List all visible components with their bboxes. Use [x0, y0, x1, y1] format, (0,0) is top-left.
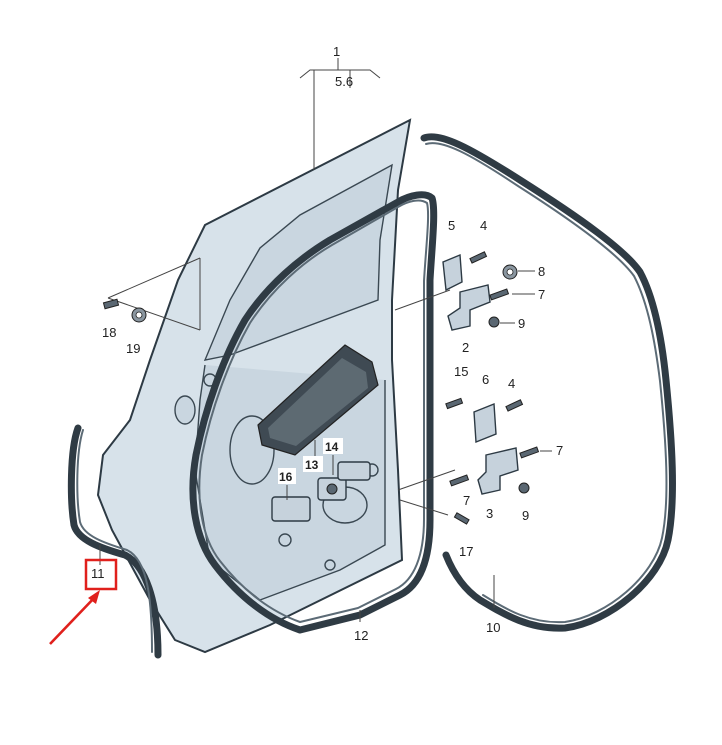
label-part-13: 13	[305, 458, 319, 472]
leader-lines	[99, 58, 495, 622]
label-part-10: 10	[486, 620, 500, 635]
label-part-7-upper: 7	[538, 287, 545, 302]
label-part-8: 8	[538, 264, 545, 279]
highlight-arrow-head	[88, 590, 100, 604]
label-part-17: 17	[459, 544, 473, 559]
label-part-5: 5	[448, 218, 455, 233]
highlight-annotation	[49, 558, 118, 645]
label-box-13	[303, 456, 323, 472]
label-part-6: 6	[482, 372, 489, 387]
label-part-11: 11	[91, 566, 105, 581]
label-part-4-lower: 4	[508, 376, 515, 391]
label-part-14: 14	[325, 440, 339, 454]
label-box-14	[323, 438, 343, 454]
label-part-5-6: 5.6	[335, 74, 353, 89]
upper-hinge-assembly	[442, 251, 535, 331]
label-box-16	[278, 468, 296, 484]
window-pad-part-13	[257, 344, 379, 456]
label-part-15: 15	[454, 364, 468, 379]
wheel-arch-seal-part-11	[67, 424, 162, 659]
frame-seal-part-10	[420, 133, 676, 632]
highlight-arrow-line	[49, 595, 97, 645]
lower-hinge-assembly	[445, 397, 552, 525]
label-part-1: 1	[333, 44, 340, 59]
label-part-16: 16	[279, 470, 293, 484]
door-seal-part-12	[189, 191, 438, 634]
label-part-7-left: 7	[463, 493, 470, 508]
label-part-9-lower: 9	[522, 508, 529, 523]
highlight-box	[84, 558, 118, 591]
label-part-2: 2	[462, 340, 469, 355]
label-part-4-upper: 4	[480, 218, 487, 233]
label-part-3: 3	[486, 506, 493, 521]
callout-labels: 1 5.6 5 4 8 7 9 2 15 6 4 7 7 3 9 17 18 1…	[91, 44, 563, 643]
label-part-18: 18	[102, 325, 116, 340]
door-lock-parts	[271, 461, 371, 522]
label-part-19: 19	[126, 341, 140, 356]
label-part-9-upper: 9	[518, 316, 525, 331]
label-part-12: 12	[354, 628, 368, 643]
small-parts-18-19	[102, 298, 147, 323]
label-part-7-right: 7	[556, 443, 563, 458]
